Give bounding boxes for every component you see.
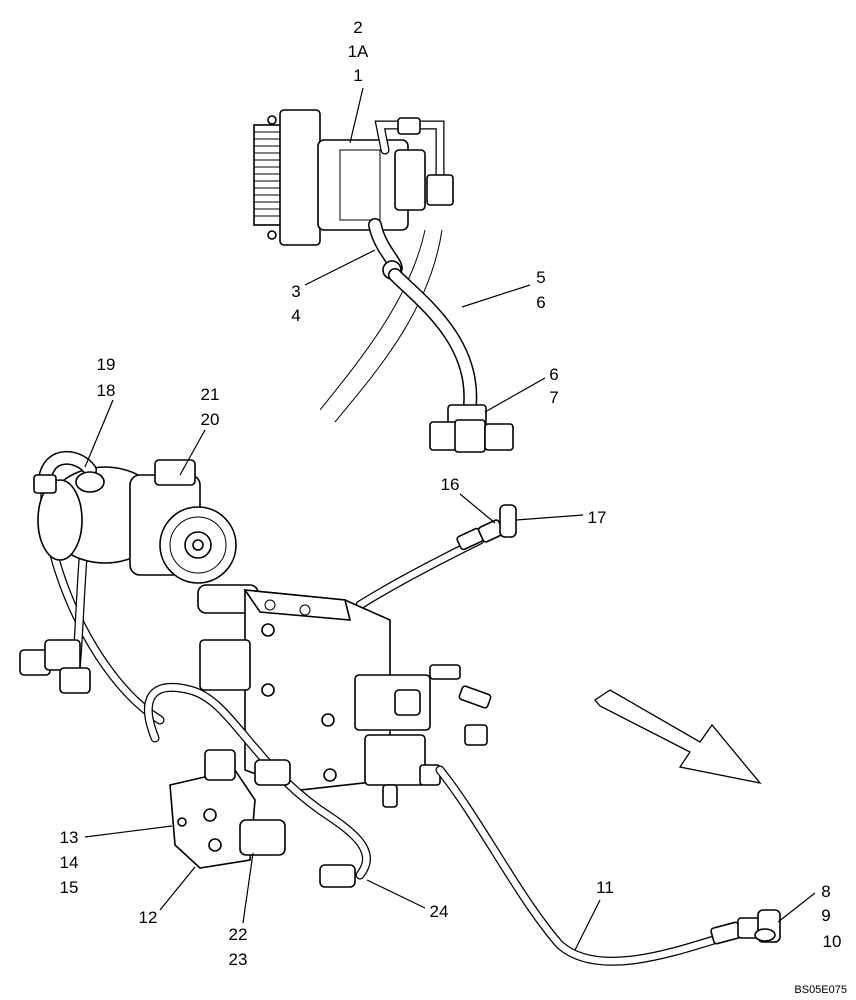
callout-16: 16 bbox=[441, 475, 460, 494]
callout-8: 8 bbox=[821, 882, 830, 901]
callout-6-lower: 6 bbox=[549, 365, 558, 384]
callout-21: 21 bbox=[201, 385, 220, 404]
upper-pump-assembly bbox=[253, 109, 514, 453]
lower-valve-assembly bbox=[19, 450, 781, 966]
callout-15: 15 bbox=[60, 878, 79, 897]
callout-23: 23 bbox=[229, 950, 248, 969]
callout-2: 2 bbox=[353, 18, 362, 37]
callout-13: 13 bbox=[60, 828, 79, 847]
callout-labels: 2 1A 1 3 4 5 6 6 7 19 18 21 20 16 17 13 … bbox=[60, 18, 842, 969]
callout-20: 20 bbox=[201, 410, 220, 429]
callout-11: 11 bbox=[596, 878, 614, 897]
callout-6: 6 bbox=[536, 293, 545, 312]
callout-4: 4 bbox=[291, 306, 300, 325]
callout-19: 19 bbox=[97, 355, 116, 374]
callout-5: 5 bbox=[536, 268, 545, 287]
callout-7: 7 bbox=[549, 388, 558, 407]
callout-22: 22 bbox=[229, 925, 248, 944]
callout-18: 18 bbox=[97, 381, 116, 400]
callout-10: 10 bbox=[823, 932, 842, 951]
leader-lines bbox=[84, 87, 816, 951]
callout-17: 17 bbox=[588, 508, 607, 527]
callout-14: 14 bbox=[60, 853, 79, 872]
callout-12: 12 bbox=[139, 908, 158, 927]
callout-24: 24 bbox=[430, 902, 449, 921]
callout-3: 3 bbox=[291, 282, 300, 301]
callout-1: 1 bbox=[353, 66, 362, 85]
callout-9: 9 bbox=[821, 906, 830, 925]
forward-arrow-icon bbox=[594, 689, 762, 784]
callout-1A: 1A bbox=[348, 42, 369, 61]
drawing-code: BS05E075 bbox=[794, 984, 847, 996]
